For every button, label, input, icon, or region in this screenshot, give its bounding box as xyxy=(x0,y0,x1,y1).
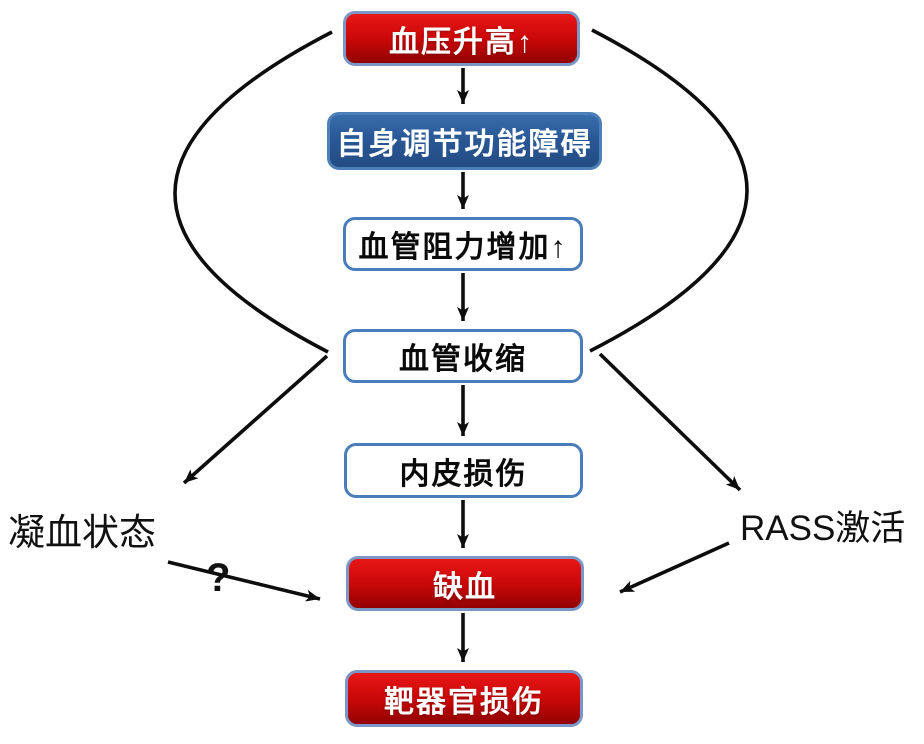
feedback-arc-left xyxy=(173,30,333,354)
feedback-arc-right xyxy=(589,28,749,353)
label-rass-activation: RASS激活 xyxy=(740,509,906,548)
node-blood-pressure-rise: 血压升高↑ xyxy=(343,11,580,66)
node-vasoconstriction: 血管收缩 xyxy=(343,329,583,383)
label-question-mark: ? xyxy=(206,556,231,600)
arrow-vasoconstriction-to-rass xyxy=(598,352,742,492)
arrow-rass-to-ischemia xyxy=(619,541,730,594)
node-vascular-resistance-increase: 血管阻力增加↑ xyxy=(343,217,583,271)
node-endothelial-injury: 内皮损伤 xyxy=(344,443,583,498)
node-target-organ-damage: 靶器官损伤 xyxy=(345,670,583,727)
arrow-vasoconstriction-to-coagulation xyxy=(182,354,329,485)
arrow-coagulation-to-ischemia xyxy=(167,560,321,602)
label-coagulation-state: 凝血状态 xyxy=(8,512,156,553)
node-autoregulation-dysfunction: 自身调节功能障碍 xyxy=(327,112,602,170)
node-ischemia: 缺血 xyxy=(346,556,584,611)
